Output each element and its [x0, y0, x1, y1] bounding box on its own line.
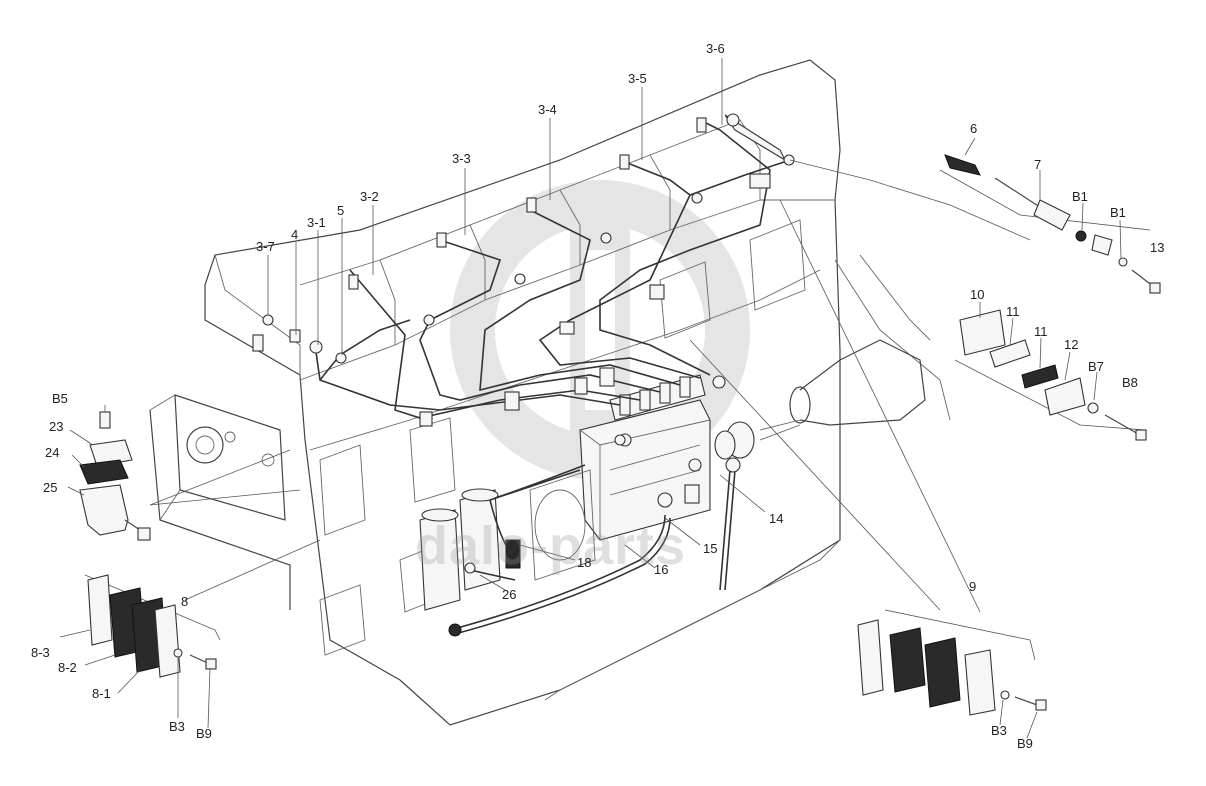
- callout-label-B9-right: B9: [1017, 736, 1033, 751]
- callout-label-6: 6: [970, 121, 978, 136]
- callout-label-4: 4: [291, 227, 299, 242]
- callout-label-8: 8: [181, 594, 189, 609]
- hoses: [448, 457, 741, 637]
- callout-label-25: 25: [43, 480, 58, 495]
- watermark-text: dalo-parts: [415, 516, 687, 576]
- callout-label-14: 14: [769, 511, 784, 526]
- injection-pipes: [252, 113, 795, 446]
- callout-label-B3-right: B3: [991, 723, 1007, 738]
- drive-cone: [714, 254, 931, 460]
- callout-leaders: [59, 58, 1122, 739]
- callout-label-15: 15: [703, 541, 718, 556]
- callout-label-B7: B7: [1088, 359, 1104, 374]
- callout-label-3-4: 3-4: [538, 102, 557, 117]
- callout-label-11-b: 11: [1034, 324, 1048, 339]
- callout-label-5: 5: [337, 203, 345, 218]
- callout-label-8-2: 8-2: [58, 660, 77, 675]
- callout-label-3-2: 3-2: [360, 189, 379, 204]
- callout-label-B1-left: B1: [1072, 189, 1088, 204]
- detail-clamp-8: [84, 539, 321, 678]
- callout-label-3-1: 3-1: [307, 215, 326, 230]
- callout-label-B5: B5: [52, 391, 68, 406]
- callout-label-8-1: 8-1: [92, 686, 111, 701]
- detail-clamp-9: [689, 199, 1047, 716]
- callout-label-10: 10: [970, 287, 985, 302]
- callout-label-B8: B8: [1122, 375, 1138, 390]
- callout-label-3-7: 3-7: [256, 239, 275, 254]
- detail-bracket-left: [79, 411, 301, 541]
- callout-label-13: 13: [1150, 240, 1165, 255]
- callout-label-18: 18: [577, 555, 592, 570]
- detail-clamp-group: [954, 309, 1147, 441]
- callout-label-B1-right: B1: [1110, 205, 1126, 220]
- callout-label-7: 7: [1034, 157, 1042, 172]
- callout-label-9: 9: [969, 579, 977, 594]
- detail-linkage: [789, 154, 1161, 294]
- callout-label-B9-left: B9: [196, 726, 212, 741]
- callout-label-3-3: 3-3: [452, 151, 471, 166]
- callout-label-12: 12: [1064, 337, 1079, 352]
- callout-label-16: 16: [654, 562, 669, 577]
- callout-label-3-6: 3-6: [706, 41, 725, 56]
- callout-label-11-a: 11: [1006, 304, 1020, 319]
- callout-label-8-3: 8-3: [31, 645, 50, 660]
- engine-block: [149, 59, 951, 726]
- callout-label-23: 23: [49, 419, 64, 434]
- callout-label-B3-left: B3: [169, 719, 185, 734]
- callout-label-24: 24: [45, 445, 60, 460]
- callout-label-26: 26: [502, 587, 517, 602]
- callout-label-3-5: 3-5: [628, 71, 647, 86]
